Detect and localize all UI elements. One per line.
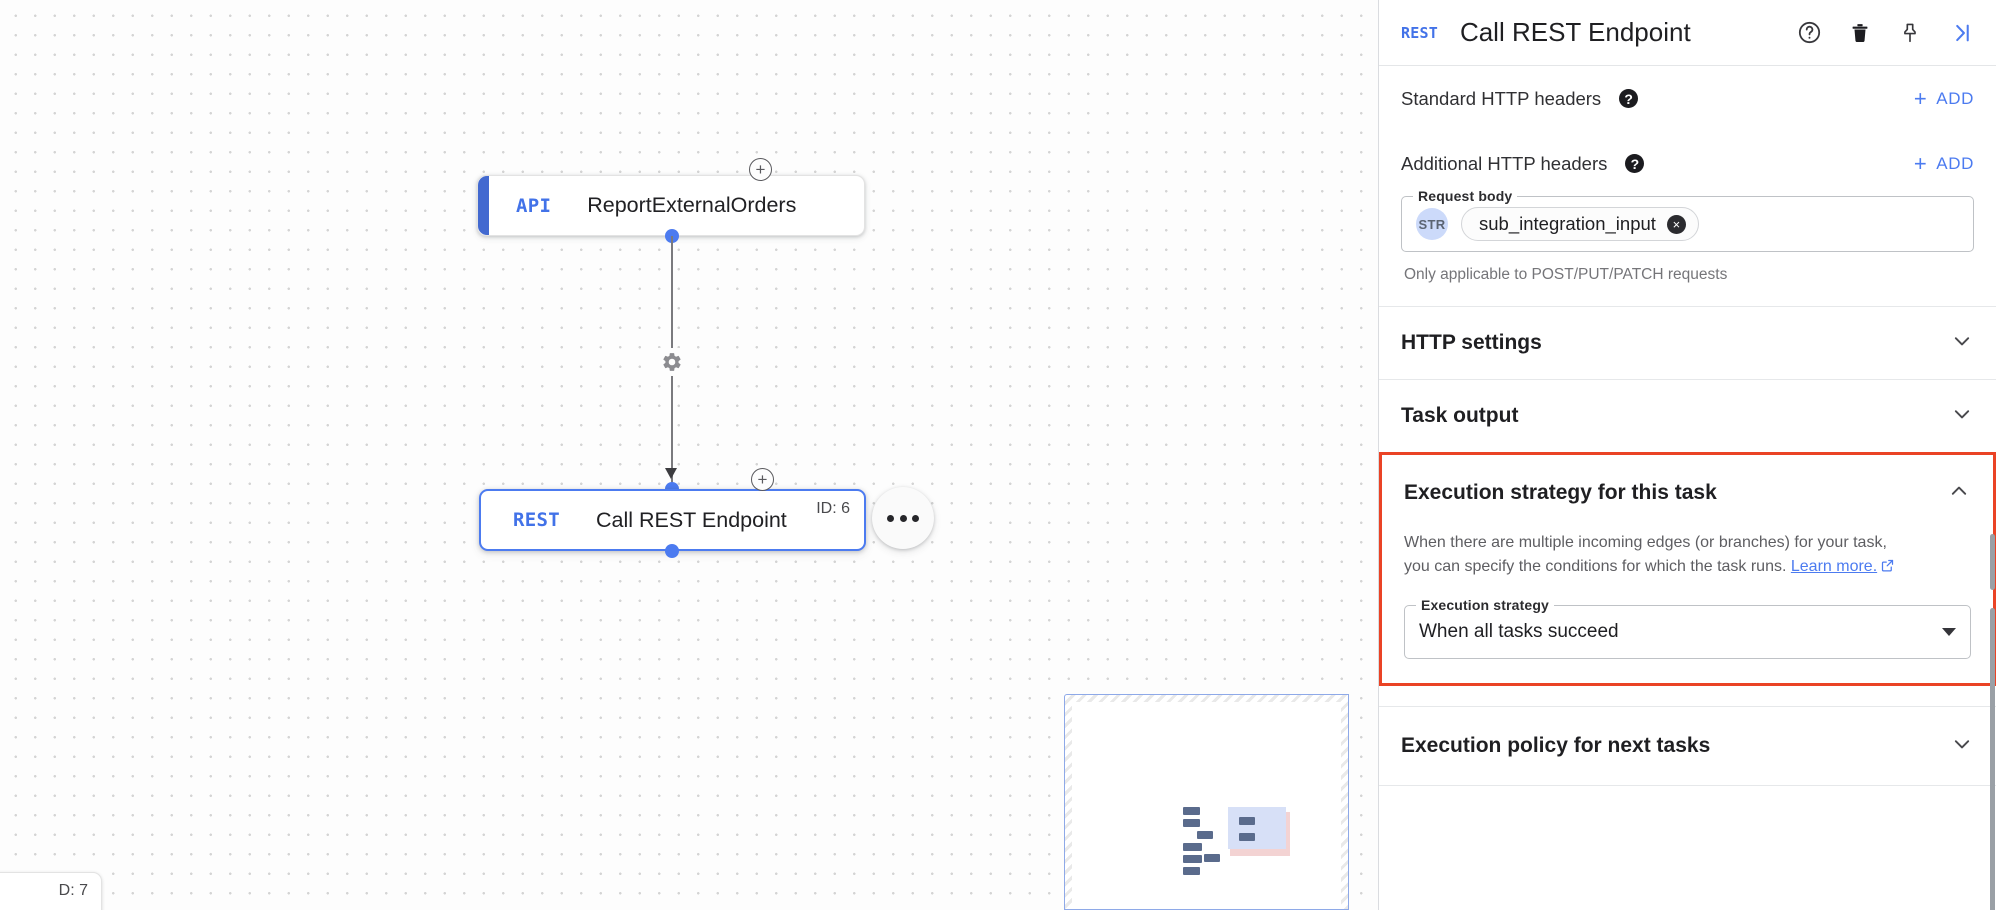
divider — [1379, 785, 1996, 786]
type-badge-str: STR — [1416, 208, 1448, 240]
standard-http-headers-row: Standard HTTP headers ? + ADD — [1379, 66, 1996, 131]
node-type-label: API — [516, 194, 552, 217]
divider — [1379, 379, 1996, 380]
help-icon[interactable]: ? — [1625, 154, 1645, 173]
learn-more-link[interactable]: Learn more. — [1790, 558, 1878, 575]
gear-icon[interactable] — [658, 348, 686, 376]
chevron-down-icon[interactable] — [1942, 628, 1956, 636]
add-label: ADD — [1936, 153, 1974, 173]
chevron-down-icon[interactable] — [1950, 732, 1974, 761]
request-body-legend: Request body — [1413, 188, 1518, 204]
description-line-2: you can specify the conditions for which… — [1404, 558, 1787, 575]
node-title: ReportExternalOrders — [587, 193, 797, 217]
section-title: Execution policy for next tasks — [1401, 734, 1711, 757]
section-execution-policy[interactable]: Execution policy for next tasks — [1379, 707, 1996, 785]
pin-icon[interactable] — [1898, 21, 1922, 45]
close-icon[interactable]: × — [1666, 214, 1686, 234]
variable-chip-label: sub_integration_input — [1479, 213, 1656, 234]
standard-http-headers-label: Standard HTTP headers — [1401, 87, 1602, 109]
page-title: Call REST Endpoint — [1459, 17, 1691, 47]
add-label: ADD — [1936, 88, 1974, 108]
add-additional-header-button[interactable]: + ADD — [1913, 150, 1974, 176]
request-body-hint: Only applicable to POST/PUT/PATCH reques… — [1404, 266, 1728, 283]
dot — [887, 514, 894, 522]
node-report-external-orders[interactable]: API ReportExternalOrders — [477, 175, 865, 236]
node-id-label: ID: 6 — [816, 500, 850, 517]
add-node-plus-icon[interactable]: + — [749, 158, 772, 181]
panel-header: REST Call REST Endpoint — [1379, 0, 1996, 66]
node-title: Call REST Endpoint — [595, 507, 787, 532]
plus-icon: + — [1913, 150, 1928, 176]
panel-header-actions — [1797, 20, 1974, 46]
add-node-plus-icon[interactable]: + — [751, 468, 774, 491]
panel-task-type-label: REST — [1401, 23, 1438, 42]
node-type-label: REST — [513, 509, 560, 531]
task-config-panel: REST Call REST Endpoint — [1378, 0, 1996, 910]
more-options-icon[interactable] — [872, 487, 934, 549]
add-standard-header-button[interactable]: + ADD — [1913, 85, 1974, 111]
section-title: HTTP settings — [1401, 331, 1542, 354]
collapse-right-icon[interactable] — [1948, 20, 1974, 46]
canvas-placeholder-panel — [1064, 694, 1349, 910]
placeholder-inner — [1072, 702, 1341, 909]
divider — [1379, 706, 1996, 707]
panel-body: Standard HTTP headers ? + ADD Additional… — [1379, 66, 1996, 910]
node-partial-offscreen[interactable]: D: 7 — [0, 872, 102, 910]
additional-http-headers-label: Additional HTTP headers — [1401, 152, 1608, 174]
additional-http-headers-row: Additional HTTP headers ? + ADD — [1379, 131, 1996, 196]
description-line-1: When there are multiple incoming edges (… — [1404, 534, 1887, 551]
node-id-label: D: 7 — [58, 882, 88, 899]
external-link-icon[interactable] — [1880, 557, 1895, 581]
chevron-up-icon[interactable] — [1947, 479, 1971, 508]
section-title: Task output — [1401, 404, 1519, 427]
workflow-canvas[interactable]: API ReportExternalOrders + REST Call RES… — [0, 0, 1378, 910]
execution-strategy-legend: Execution strategy — [1416, 597, 1554, 613]
help-icon[interactable]: ? — [1619, 89, 1639, 108]
dot — [899, 514, 907, 522]
dot — [912, 514, 919, 522]
section-http-settings[interactable]: HTTP settings — [1379, 307, 1996, 379]
divider — [1379, 306, 1996, 307]
node-output-port[interactable] — [665, 544, 679, 558]
trash-icon[interactable] — [1848, 21, 1872, 45]
execution-strategy-highlight: Execution strategy for this task When th… — [1379, 452, 1996, 686]
node-call-rest-endpoint[interactable]: REST Call REST Endpoint ID: 6 — [479, 489, 866, 551]
execution-strategy-select[interactable]: Execution strategy When all tasks succee… — [1404, 597, 1971, 659]
section-title: Execution strategy for this task — [1404, 481, 1717, 504]
panel-scrollbar-thumb-lower[interactable] — [1990, 608, 1995, 910]
variable-chip[interactable]: sub_integration_input × — [1461, 207, 1699, 241]
plus-icon: + — [1913, 85, 1928, 111]
node-accent-bar — [478, 176, 489, 235]
section-execution-strategy[interactable]: Execution strategy for this task — [1382, 455, 1993, 531]
request-body-field[interactable]: Request body STR sub_integration_input × — [1401, 188, 1974, 252]
help-circle-icon[interactable] — [1797, 20, 1822, 45]
chevron-down-icon[interactable] — [1950, 402, 1974, 431]
edge-arrowhead — [665, 468, 677, 479]
panel-scrollbar-thumb-upper[interactable] — [1990, 534, 1995, 590]
execution-strategy-value: When all tasks succeed — [1419, 621, 1619, 642]
section-task-output[interactable]: Task output — [1379, 380, 1996, 452]
chevron-down-icon[interactable] — [1950, 329, 1974, 358]
execution-strategy-description: When there are multiple incoming edges (… — [1382, 531, 1993, 581]
